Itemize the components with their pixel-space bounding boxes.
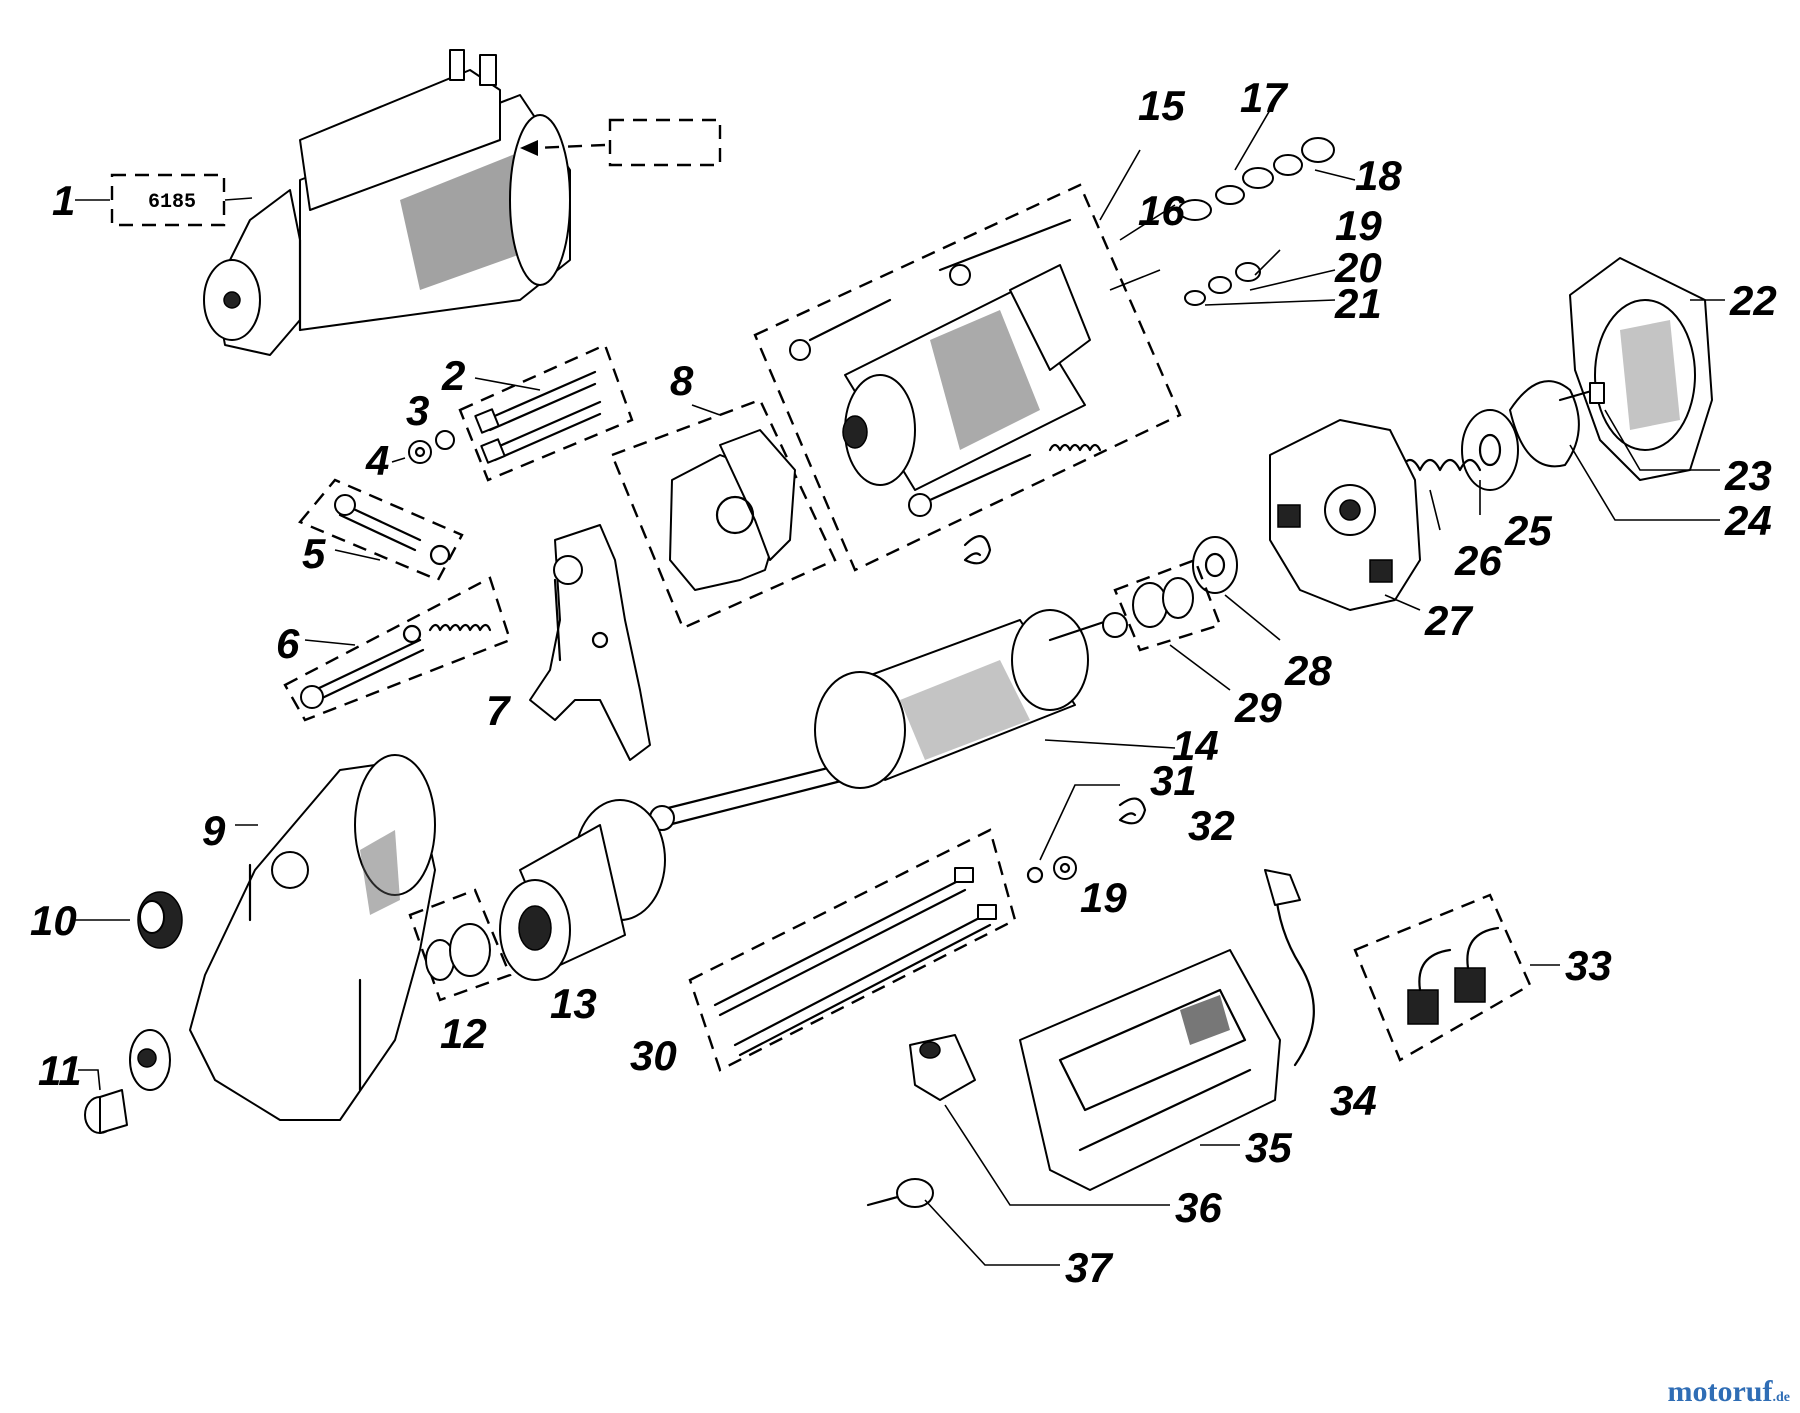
- callout-18: 18: [1355, 152, 1402, 199]
- callout-25: 25: [1504, 507, 1552, 554]
- assembly-number-label: 6185: [148, 191, 196, 214]
- part-cable-lead-34[interactable]: [1264, 869, 1315, 1067]
- callout-32: 32: [1188, 802, 1235, 849]
- callout-17: 17: [1240, 74, 1288, 121]
- part-shift-fork-7[interactable]: [529, 524, 651, 761]
- part-spring-clip-32[interactable]: [1118, 797, 1147, 825]
- part-grommet-36[interactable]: [909, 1034, 976, 1101]
- reference-arrow-head: [520, 140, 538, 156]
- part-spring-clip-upper[interactable]: [963, 535, 992, 565]
- callout-29: 29: [1234, 684, 1282, 731]
- part-long-bolts[interactable]: [458, 343, 634, 482]
- watermark-brand: motoruf: [1667, 1375, 1773, 1408]
- part-nut-19[interactable]: [1053, 856, 1077, 880]
- callout-30: 30: [630, 1032, 677, 1079]
- callout-16: 16: [1138, 187, 1185, 234]
- watermark-suffix: .de: [1772, 1390, 1791, 1405]
- callout-21: 21: [1334, 280, 1382, 327]
- callout-23: 23: [1724, 452, 1772, 499]
- part-starter-assembly[interactable]: [203, 49, 571, 356]
- callout-9: 9: [202, 807, 226, 854]
- part-brush-plate-27[interactable]: [1269, 419, 1421, 611]
- callout-4: 4: [365, 437, 389, 484]
- part-screw-37[interactable]: [866, 1178, 934, 1208]
- part-bushing-11[interactable]: [84, 1089, 128, 1134]
- callout-5: 5: [302, 530, 326, 577]
- callout-11: 11: [38, 1047, 82, 1094]
- part-tie-rods-30[interactable]: [688, 828, 1017, 1072]
- callout-2: 2: [441, 352, 465, 399]
- callout-33: 33: [1565, 942, 1612, 989]
- callout-27: 27: [1424, 597, 1473, 644]
- callout-6: 6: [276, 620, 300, 667]
- callout-14: 14: [1172, 722, 1219, 769]
- part-bearing-25[interactable]: [1461, 409, 1519, 491]
- callout-3: 3: [406, 387, 429, 434]
- part-pinion-drive-13[interactable]: [499, 799, 666, 981]
- callout-12: 12: [440, 1010, 487, 1057]
- reference-arrow-shaft: [534, 143, 606, 150]
- part-washers-29[interactable]: [1113, 558, 1222, 652]
- callout-15: 15: [1138, 82, 1185, 129]
- part-bolt-spring-6[interactable]: [283, 576, 512, 722]
- part-end-cover-22[interactable]: [1569, 257, 1713, 481]
- callout-10: 10: [30, 897, 77, 944]
- part-solenoid-15[interactable]: [753, 183, 1182, 572]
- callout-8: 8: [670, 357, 694, 404]
- callout-36: 36: [1175, 1184, 1222, 1231]
- callout-19-lower: 19: [1080, 874, 1127, 921]
- callout-1: 1: [52, 177, 75, 224]
- part-plates-8[interactable]: [610, 398, 837, 630]
- part-armature-14[interactable]: [649, 609, 1128, 831]
- part-bushing-12[interactable]: [408, 888, 512, 1002]
- callout-31: 31: [1150, 757, 1197, 804]
- callout-22: 22: [1729, 277, 1777, 324]
- part-lockwasher-31[interactable]: [1026, 866, 1044, 884]
- callout-20: 20: [1334, 244, 1382, 291]
- callout-13: 13: [550, 980, 597, 1027]
- assembly-number-box: [110, 173, 226, 227]
- callout-19: 19: [1335, 202, 1382, 249]
- part-washer-3[interactable]: [435, 430, 455, 450]
- part-drive-housing-9[interactable]: [129, 754, 436, 1121]
- part-brushes-33[interactable]: [1353, 893, 1532, 1062]
- part-spring-26[interactable]: [1398, 458, 1482, 472]
- callout-35: 35: [1245, 1124, 1292, 1171]
- callout-24: 24: [1724, 497, 1772, 544]
- callout-28: 28: [1284, 647, 1332, 694]
- callout-7: 7: [486, 687, 511, 734]
- callout-37: 37: [1065, 1244, 1113, 1291]
- callout-34: 34: [1330, 1077, 1377, 1124]
- part-plug-10[interactable]: [137, 891, 183, 949]
- callout-26: 26: [1454, 537, 1502, 584]
- empty-reference-box: [608, 118, 722, 167]
- part-screw-5[interactable]: [298, 478, 464, 582]
- part-field-coils-35[interactable]: [1019, 949, 1281, 1191]
- callout-labels: 1 2 3 4 5 6 7 8 9 10 11 12 13 14 15 16 1…: [30, 74, 1777, 1291]
- part-bushing-28[interactable]: [1192, 536, 1238, 594]
- part-nut-4[interactable]: [408, 440, 432, 464]
- part-screw-23[interactable]: [1509, 380, 1605, 468]
- watermark-logo: motoruf.de: [1668, 1375, 1790, 1409]
- part-washers-16-21[interactable]: [1178, 137, 1335, 306]
